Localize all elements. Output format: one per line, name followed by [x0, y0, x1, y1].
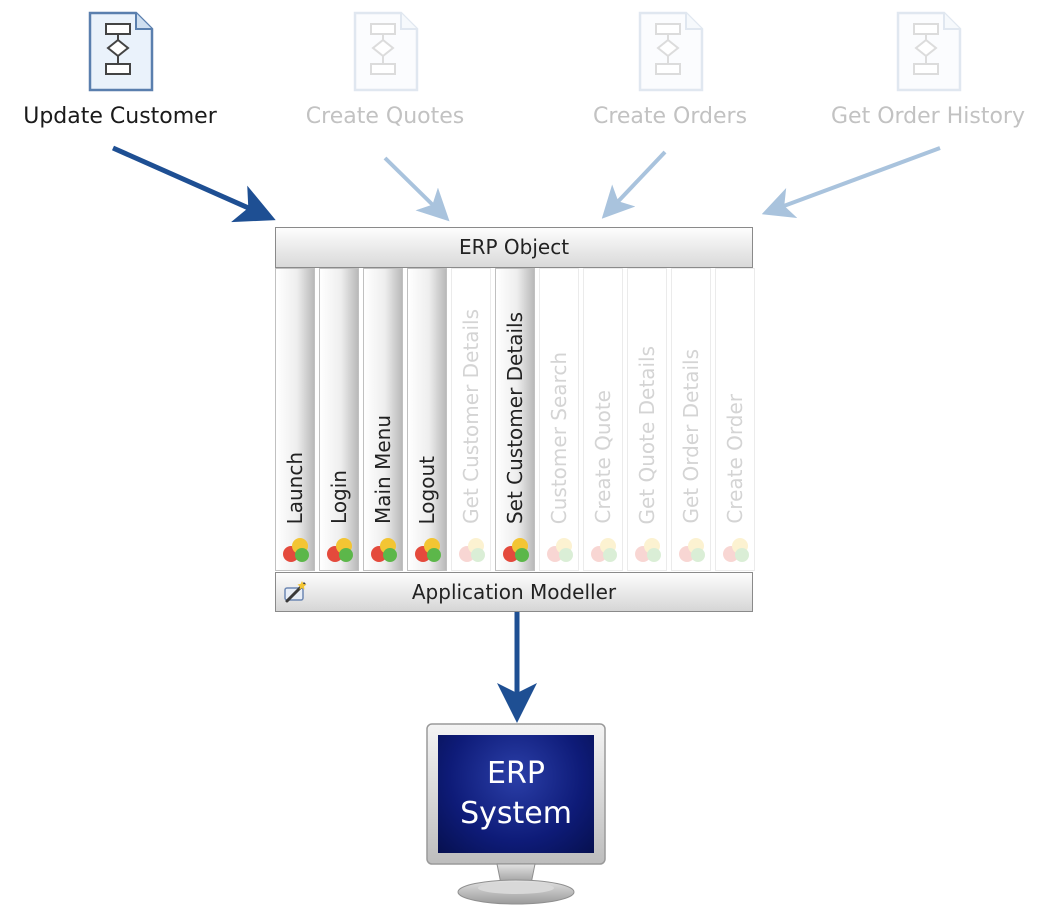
action-login[interactable]: Login — [319, 268, 359, 571]
monitor-screen: ERP System — [438, 735, 594, 853]
arrow-create-orders — [601, 150, 667, 219]
action-logout[interactable]: Logout — [407, 268, 447, 571]
action-bubbles-icon — [679, 538, 705, 562]
action-create-quote[interactable]: Create Quote — [583, 268, 623, 571]
system-label-line2: System — [460, 796, 572, 831]
action-bubbles-icon — [547, 538, 573, 562]
action-bubbles-icon — [283, 538, 309, 562]
action-label: Logout — [415, 455, 439, 524]
process-create-orders[interactable]: Create Orders — [550, 10, 790, 129]
process-label: Create Quotes — [305, 104, 465, 129]
process-label: Create Orders — [592, 104, 748, 129]
action-label: Main Menu — [371, 414, 395, 524]
action-label: Get Quote Details — [635, 345, 659, 525]
action-get-order-details[interactable]: Get Order Details — [671, 268, 711, 571]
erp-object-header: ERP Object — [275, 227, 753, 268]
process-document-icon — [638, 11, 704, 92]
action-bubbles-icon — [327, 538, 353, 562]
action-bubbles-icon — [723, 538, 749, 562]
process-document-icon — [88, 11, 154, 92]
action-bubbles-icon — [459, 538, 485, 562]
process-document-icon — [896, 11, 962, 92]
action-bubbles-icon — [371, 538, 397, 562]
action-bubbles-icon — [415, 538, 441, 562]
process-document-icon — [353, 11, 419, 92]
application-modeller-bar[interactable]: Application Modeller — [275, 572, 753, 612]
action-get-quote-details[interactable]: Get Quote Details — [627, 268, 667, 571]
process-label: Update Customer — [23, 104, 217, 129]
arrow-get-order-history — [761, 146, 941, 219]
action-label: Get Customer Details — [459, 309, 483, 524]
process-get-order-history[interactable]: Get Order History — [808, 10, 1048, 129]
action-label: Create Quote — [591, 390, 615, 524]
process-label: Get Order History — [831, 104, 1025, 129]
action-label: Login — [327, 470, 351, 524]
arrow-update-customer — [111, 145, 276, 223]
arrow-create-quotes — [383, 156, 450, 222]
action-create-order[interactable]: Create Order — [715, 268, 755, 571]
modeller-wand-icon — [284, 581, 307, 603]
action-bubbles-icon — [503, 538, 529, 562]
action-label: Launch — [283, 451, 307, 524]
action-bubbles-icon — [635, 538, 661, 562]
action-label: Set Customer Details — [503, 311, 527, 524]
action-main-menu[interactable]: Main Menu — [363, 268, 403, 571]
action-customer-search[interactable]: Customer Search — [539, 268, 579, 571]
action-label: Create Order — [723, 394, 747, 524]
process-update-customer[interactable]: Update Customer — [0, 10, 240, 129]
erp-system-monitor: ERP System — [425, 722, 607, 908]
action-get-customer-details[interactable]: Get Customer Details — [451, 268, 491, 571]
action-set-customer-details[interactable]: Set Customer Details — [495, 268, 535, 571]
action-label: Get Order Details — [679, 349, 703, 524]
action-bubbles-icon — [591, 538, 617, 562]
modeller-label: Application Modeller — [411, 580, 617, 604]
action-label: Customer Search — [547, 351, 571, 524]
action-launch[interactable]: Launch — [275, 268, 315, 571]
object-actions: Launch Login Main Menu Logout Get Custom… — [275, 268, 755, 571]
process-create-quotes[interactable]: Create Quotes — [265, 10, 505, 129]
system-label-line1: ERP — [487, 756, 545, 791]
